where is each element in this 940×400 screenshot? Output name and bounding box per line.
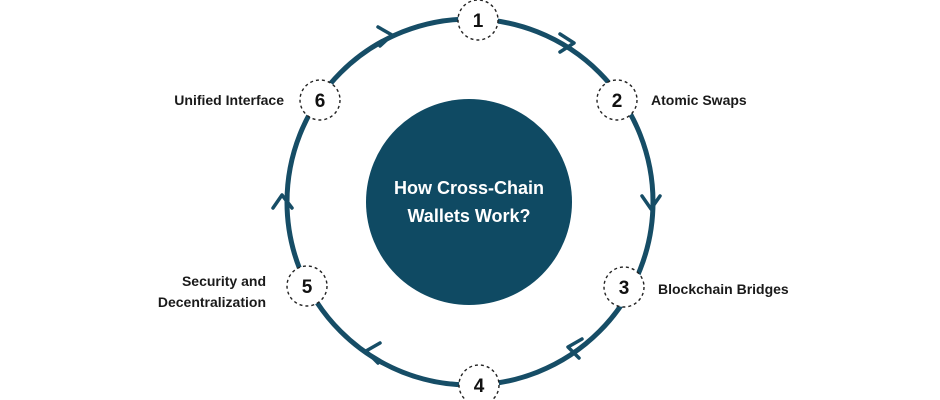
step-node-2: 2 Atomic Swaps xyxy=(596,79,747,121)
step-2-number: 2 xyxy=(612,91,623,112)
step-1-circle xyxy=(457,0,499,41)
step-1-number: 1 xyxy=(473,11,484,32)
step-node-6: 6 Unified Interface xyxy=(174,79,341,121)
center-title-line-2: Wallets Work? xyxy=(407,206,530,226)
step-6-circle xyxy=(299,79,341,121)
arrow-icon xyxy=(376,25,394,48)
step-5-label-line-2: Decentralization xyxy=(158,294,266,310)
step-5-number: 5 xyxy=(302,277,313,298)
step-3-number: 3 xyxy=(619,278,630,299)
step-2-label: Atomic Swaps xyxy=(651,92,747,108)
step-4-number: 4 xyxy=(474,376,485,397)
step-node-4: 4 xyxy=(458,364,500,400)
step-3-circle xyxy=(603,266,645,308)
center-disc xyxy=(366,99,572,305)
arrow-icon xyxy=(364,341,382,365)
center-title-line-1: How Cross-Chain xyxy=(394,178,544,198)
step-node-5: 5 Security and Decentralization xyxy=(158,265,328,310)
step-3-label: Blockchain Bridges xyxy=(658,281,789,297)
step-node-3: 3 Blockchain Bridges xyxy=(603,266,789,308)
step-6-label: Unified Interface xyxy=(174,92,284,108)
arrow-icon xyxy=(640,194,662,211)
arrow-icon xyxy=(271,193,294,210)
step-node-1: 1 xyxy=(457,0,499,41)
step-6-number: 6 xyxy=(315,91,326,112)
step-5-label-line-1: Security and xyxy=(182,273,266,289)
arrow-icon xyxy=(566,337,584,360)
ring-arrows xyxy=(271,25,662,365)
arrow-icon xyxy=(558,32,576,54)
step-5-circle xyxy=(286,265,328,307)
step-4-circle xyxy=(458,364,500,400)
step-2-circle xyxy=(596,79,638,121)
